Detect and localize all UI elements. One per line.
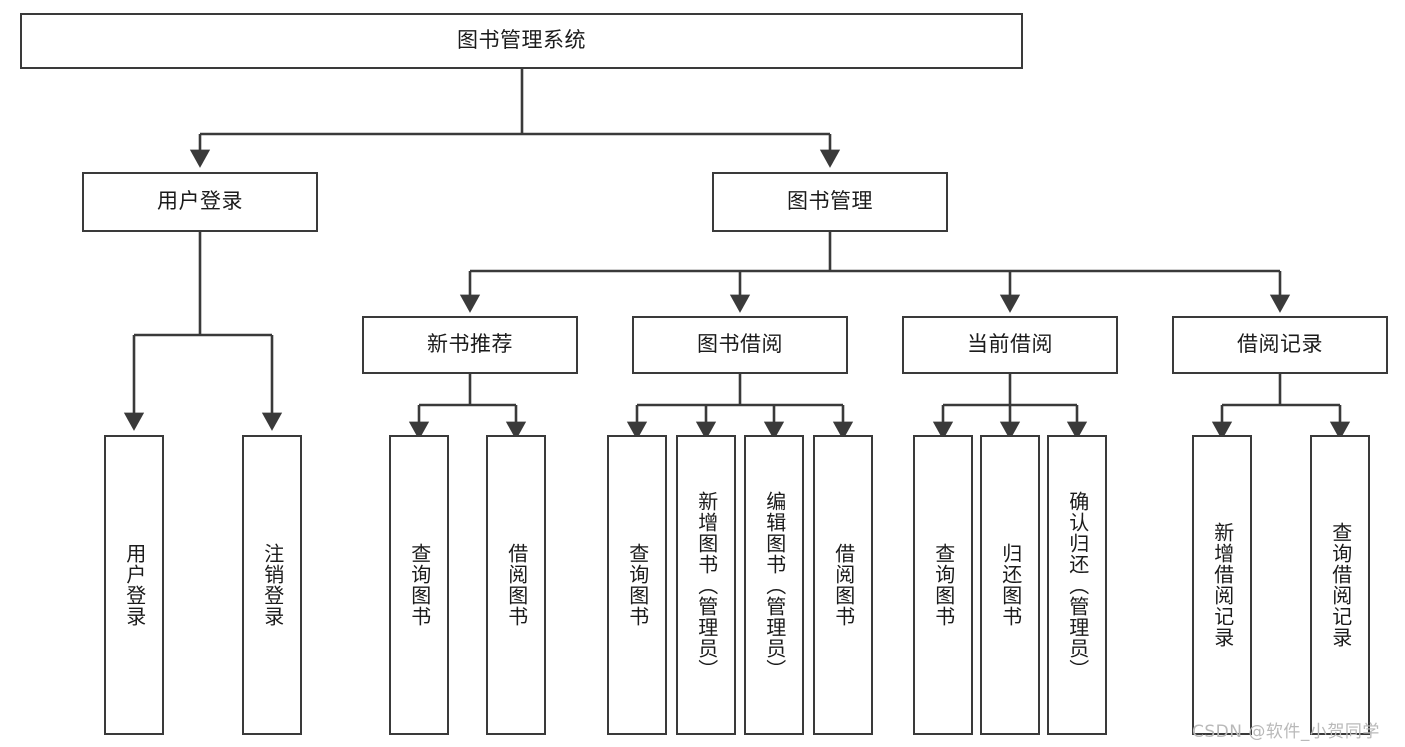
- leaf-user-login-logout-label: 注销登录: [260, 543, 285, 627]
- leaf-current-borrow-confirm-label: 确认归还（管理员）: [1065, 490, 1090, 680]
- node-current-borrow-label: 当前借阅: [967, 332, 1053, 357]
- node-current-borrow[interactable]: 当前借阅: [902, 316, 1118, 374]
- leaf-book-borrow-borrow-label: 借阅图书: [831, 543, 856, 627]
- leaf-book-borrow-add-label: 新增图书（管理员）: [694, 490, 719, 680]
- leaf-current-borrow-confirm[interactable]: 确认归还（管理员）: [1047, 435, 1107, 735]
- leaf-user-login-login-label: 用户登录: [122, 543, 147, 627]
- node-borrow-record[interactable]: 借阅记录: [1172, 316, 1388, 374]
- node-user-login-label: 用户登录: [157, 189, 243, 214]
- node-borrow-record-label: 借阅记录: [1237, 332, 1323, 357]
- leaf-borrow-record-add-label: 新增借阅记录: [1210, 522, 1235, 648]
- node-root-system[interactable]: 图书管理系统: [20, 13, 1023, 69]
- leaf-borrow-record-add[interactable]: 新增借阅记录: [1192, 435, 1252, 735]
- leaf-current-borrow-query-label: 查询图书: [931, 543, 956, 627]
- leaf-current-borrow-return[interactable]: 归还图书: [980, 435, 1040, 735]
- leaf-book-borrow-query-label: 查询图书: [625, 543, 650, 627]
- leaf-user-login-login[interactable]: 用户登录: [104, 435, 164, 735]
- node-book-borrow-label: 图书借阅: [697, 332, 783, 357]
- leaf-book-borrow-borrow[interactable]: 借阅图书: [813, 435, 873, 735]
- csdn-watermark: CSDN @软件_小贺同学: [1192, 722, 1380, 742]
- leaf-new-book-query[interactable]: 查询图书: [389, 435, 449, 735]
- leaf-new-book-borrow[interactable]: 借阅图书: [486, 435, 546, 735]
- node-root-system-label: 图书管理系统: [457, 28, 586, 53]
- node-new-book-recommend-label: 新书推荐: [427, 332, 513, 357]
- node-book-manage[interactable]: 图书管理: [712, 172, 948, 232]
- leaf-book-borrow-query[interactable]: 查询图书: [607, 435, 667, 735]
- node-user-login[interactable]: 用户登录: [82, 172, 318, 232]
- leaf-borrow-record-query[interactable]: 查询借阅记录: [1310, 435, 1370, 735]
- node-new-book-recommend[interactable]: 新书推荐: [362, 316, 578, 374]
- leaf-book-borrow-add[interactable]: 新增图书（管理员）: [676, 435, 736, 735]
- node-book-borrow[interactable]: 图书借阅: [632, 316, 848, 374]
- node-book-manage-label: 图书管理: [787, 189, 873, 214]
- leaf-current-borrow-query[interactable]: 查询图书: [913, 435, 973, 735]
- leaf-current-borrow-return-label: 归还图书: [998, 543, 1023, 627]
- leaf-book-borrow-edit[interactable]: 编辑图书（管理员）: [744, 435, 804, 735]
- leaf-user-login-logout[interactable]: 注销登录: [242, 435, 302, 735]
- leaf-new-book-borrow-label: 借阅图书: [504, 543, 529, 627]
- leaf-book-borrow-edit-label: 编辑图书（管理员）: [762, 490, 787, 680]
- leaf-new-book-query-label: 查询图书: [407, 543, 432, 627]
- leaf-borrow-record-query-label: 查询借阅记录: [1328, 522, 1353, 648]
